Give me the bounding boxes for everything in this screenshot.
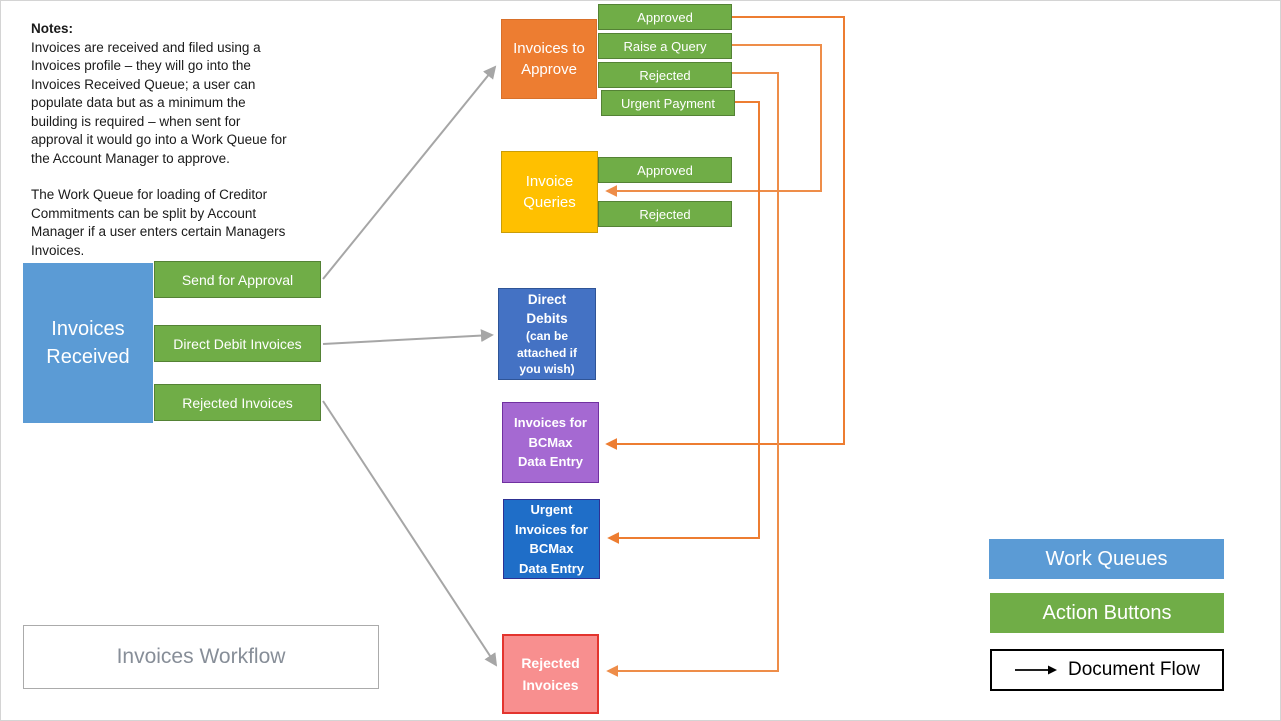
notes-title: Notes: bbox=[31, 21, 74, 36]
queue-invoices-for-bcmax-data-entry: Invoices for BCMax Data Entry bbox=[502, 402, 599, 483]
button-queries-rejected: Rejected bbox=[598, 201, 732, 227]
legend-work-queues: Work Queues bbox=[989, 539, 1224, 579]
button-send-for-approval: Send for Approval bbox=[154, 261, 321, 298]
button-approved: Approved bbox=[598, 4, 732, 30]
legend-document-flow: Document Flow bbox=[990, 649, 1224, 691]
connector-direct-debit-to-direct-debits bbox=[322, 329, 494, 345]
notes-paragraph-1: Invoices are received and filed using a … bbox=[31, 39, 287, 166]
direct-debits-label: Direct Debits bbox=[526, 292, 568, 327]
queue-invoices-received: Invoices Received bbox=[23, 263, 153, 423]
diagram-title: Invoices Workflow bbox=[23, 625, 379, 689]
queue-rejected-invoices: Rejected Invoices bbox=[502, 634, 599, 714]
connector-send-for-approval-to-invoices-to-approve bbox=[322, 65, 497, 280]
button-rejected-invoices: Rejected Invoices bbox=[154, 384, 321, 421]
document-flow-arrow-icon bbox=[1015, 665, 1057, 675]
button-raise-a-query: Raise a Query bbox=[598, 33, 732, 59]
legend-action-buttons: Action Buttons bbox=[990, 593, 1224, 633]
direct-debits-sublabel: (can be attached if you wish) bbox=[516, 329, 577, 377]
legend-document-flow-label: Document Flow bbox=[1068, 659, 1200, 680]
button-direct-debit-invoices: Direct Debit Invoices bbox=[154, 325, 321, 362]
queue-urgent-invoices-for-bcmax-data-entry: Urgent Invoices for BCMax Data Entry bbox=[503, 499, 600, 579]
notes-block: Notes: Invoices are received and filed u… bbox=[31, 20, 346, 278]
button-rejected: Rejected bbox=[598, 62, 732, 88]
queue-invoice-queries: Invoice Queries bbox=[501, 151, 598, 233]
queue-direct-debits: Direct Debits (can be attached if you wi… bbox=[498, 288, 596, 380]
button-urgent-payment: Urgent Payment bbox=[601, 90, 735, 116]
button-queries-approved: Approved bbox=[598, 157, 732, 183]
queue-invoices-to-approve: Invoices to Approve bbox=[501, 19, 597, 99]
notes-paragraph-2: The Work Queue for loading of Creditor C… bbox=[31, 187, 286, 258]
